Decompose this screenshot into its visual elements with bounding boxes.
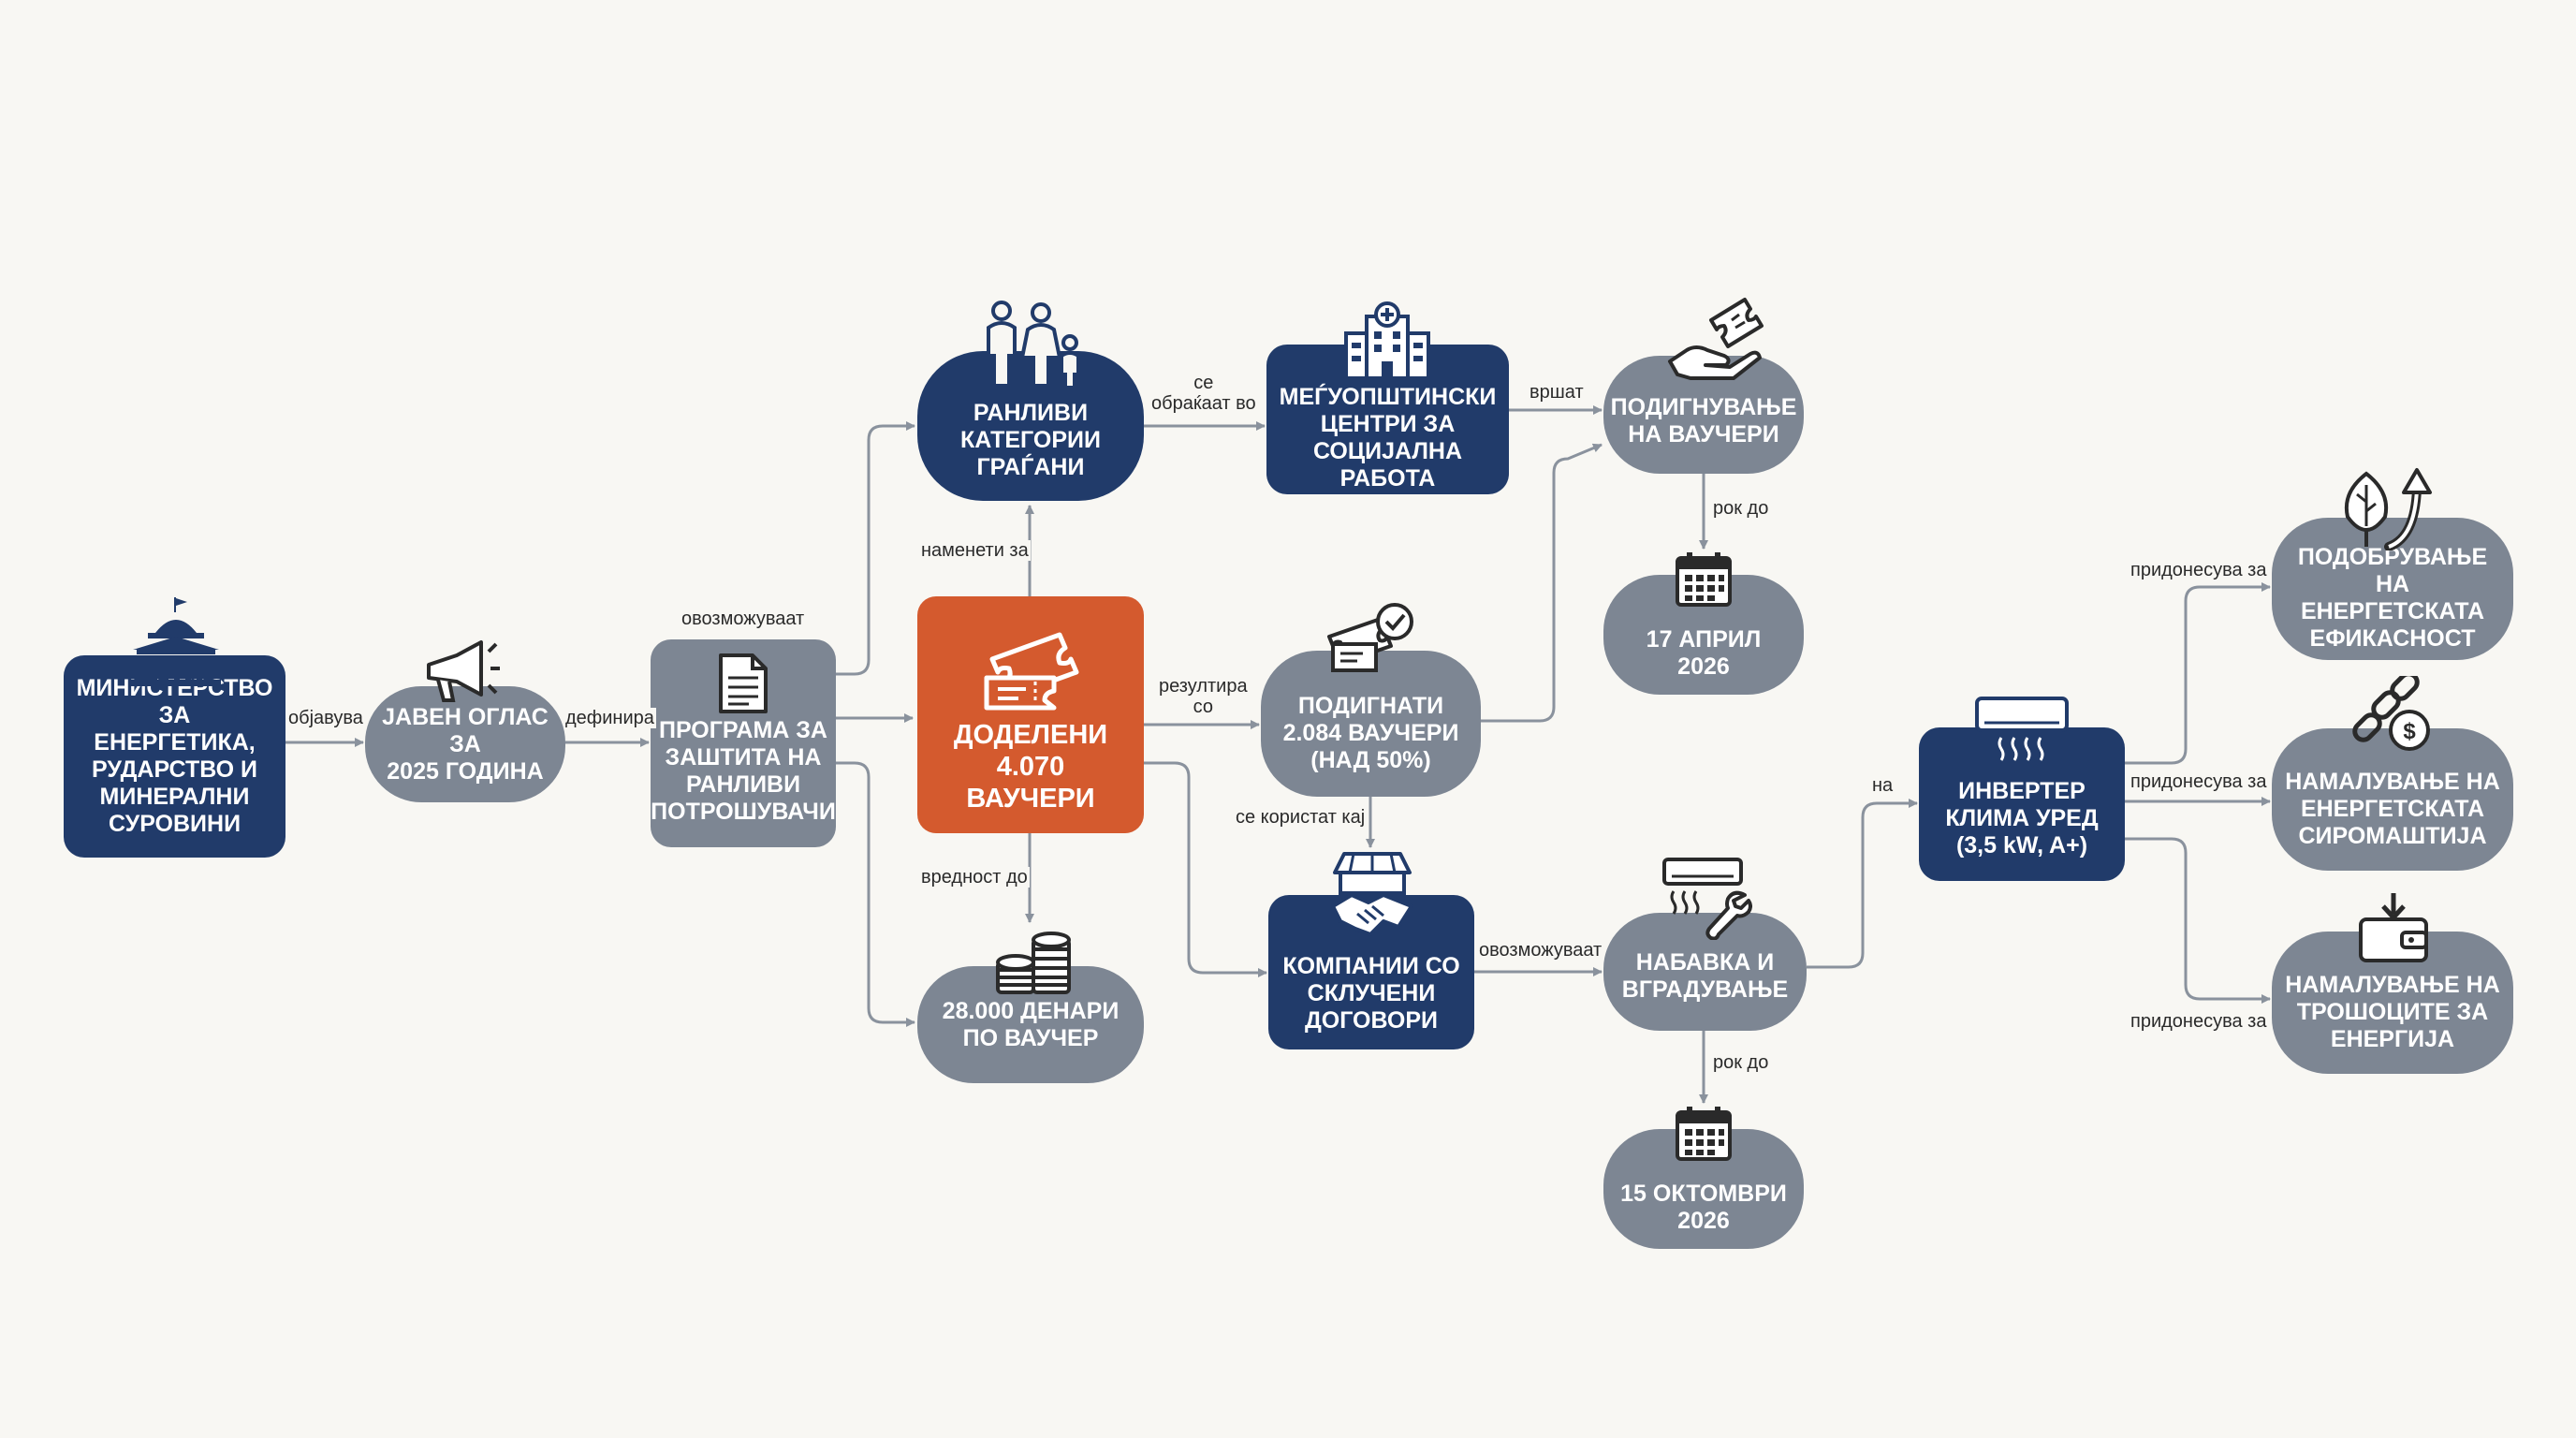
node-deadline2: 15 ОКТОМВРИ 2026	[1603, 1129, 1804, 1249]
store-handshake-icon	[1327, 848, 1417, 942]
edge-label-turn-to: се обраќаат во	[1149, 373, 1258, 414]
ac-wrench-icon	[1659, 854, 1752, 940]
family-icon	[973, 300, 1086, 389]
megaphone-icon	[423, 640, 502, 706]
air-conditioner-icon	[1973, 695, 2071, 766]
node-vulnerable: РАНЛИВИ КАТЕГОРИИ ГРАЃАНИ	[917, 351, 1144, 501]
edge-label-deadline-a: рок до	[1711, 498, 1771, 519]
node-inverter: ИНВЕРТЕР КЛИМА УРЕД (3,5 kW, A+)	[1919, 727, 2125, 881]
node-ministry: МИНИСТЕРСТВО ЗА ЕНЕРГЕТИКА, РУДАРСТВО И …	[64, 655, 285, 858]
node-companies: КОМПАНИИ СО СКЛУЧЕНИ ДОГОВОРИ	[1268, 895, 1474, 1049]
node-costs: НАМАЛУВАЊЕ НА ТРОШОЦИТЕ ЗА ЕНЕРГИЈА	[2272, 932, 2513, 1074]
edge-label-perform: вршат	[1528, 382, 1586, 403]
node-social-centers: МЕЃУОПШТИНСКИ ЦЕНТРИ ЗА СОЦИЈАЛНА РАБОТА	[1266, 345, 1509, 494]
leaf-growth-icon	[2338, 464, 2436, 550]
chain-coin-icon: $	[2351, 676, 2434, 756]
edge-procurement-inverter	[1807, 799, 1918, 969]
coins-icon	[992, 927, 1073, 996]
capitol-icon	[127, 595, 225, 689]
edge-program-vulnerable	[836, 421, 915, 676]
edge-label-results-in: резултира со	[1157, 676, 1250, 717]
ticket-icon	[979, 618, 1082, 712]
document-icon	[717, 652, 769, 715]
edge-label-value-up-to: вредност до	[919, 867, 1030, 888]
edge-label-contributes3: придонесува за	[2129, 1011, 2269, 1032]
edge-label-used-at: се користат кај	[1234, 807, 1368, 828]
wallet-icon	[2357, 889, 2430, 964]
edge-collected-pickup	[1481, 443, 1603, 723]
edge-label-intended-for: наменети за	[919, 540, 1031, 561]
edge-program-value	[836, 761, 915, 1027]
node-allocated: ДОДЕЛЕНИ 4.070 ВАУЧЕРИ	[917, 596, 1144, 833]
node-procurement: НАБАВКА И ВГРАДУВАЊЕ	[1603, 913, 1807, 1031]
node-value: 28.000 ДЕНАРИ ПО ВАУЧЕР	[917, 966, 1144, 1083]
edge-label-contributes1: придонесува за	[2129, 560, 2269, 580]
node-collected: ПОДИГНАТИ 2.084 ВАУЧЕРИ (НАД 50%)	[1261, 651, 1481, 797]
hospital-icon	[1342, 301, 1432, 382]
hand-ticket-icon	[1664, 296, 1767, 382]
node-poverty: НАМАЛУВАЊЕ НА ЕНЕРГЕТСКАТА СИРОМАШТИЈА	[2272, 728, 2513, 871]
edge-label-for: на	[1870, 775, 1895, 796]
calendar-icon	[1674, 1105, 1734, 1163]
edge-label-announces: објавува	[286, 708, 365, 728]
node-public-call: ЈАВЕН ОГЛАС ЗА 2025 ГОДИНА	[365, 686, 565, 802]
svg-text:$: $	[2403, 719, 2416, 744]
edge-label-contributes2: придонесува за	[2129, 771, 2269, 792]
calendar-icon	[1674, 550, 1734, 609]
edge-inverter-costs	[2125, 837, 2271, 1004]
edge-label-deadline-b: рок до	[1711, 1052, 1771, 1073]
edge-allocated-companies	[1144, 761, 1267, 977]
edge-label-enables2: овозможуваат	[1477, 940, 1604, 961]
edge-label-defines: дефинира	[564, 708, 656, 728]
edge-label-enables1: овозможуваат	[680, 609, 807, 629]
ticket-check-icon	[1324, 601, 1417, 676]
edge-inverter-efficiency	[2125, 582, 2271, 765]
